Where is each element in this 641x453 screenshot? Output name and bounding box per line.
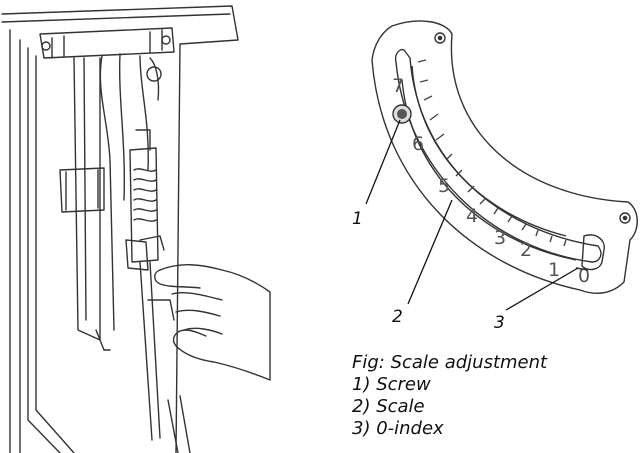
lever-arm [139,261,161,441]
screw [392,104,412,124]
left-rail [73,57,101,341]
leader-line-1 [365,119,401,205]
scale-mark-1: 1 [548,259,560,281]
leader-line-3 [505,267,579,311]
leader-lines [365,119,579,311]
mounting-holes [434,32,631,224]
scale-mark-3: 3 [494,227,506,249]
caption-item-zero-index: 3) 0-index [352,418,444,439]
callout-3: 3 [494,313,505,333]
scale-mark-2: 2 [520,239,532,261]
machine-frame [1,5,239,453]
scale-ticks [417,59,567,247]
caption-item-screw: 1) Screw [352,374,431,395]
scale-mark-5: 5 [438,175,450,197]
spring-mechanism [129,147,159,263]
scale-illustration [371,20,638,294]
scale-mark-6: 6 [412,133,424,155]
scale-plate [371,20,638,294]
caption-title: Fig: Scale adjustment [352,352,548,373]
top-bracket [39,27,175,59]
caption-item-scale: 2) Scale [352,396,425,417]
hand [159,264,271,381]
leader-line-2 [407,199,453,305]
scale-mark-7: 7 [392,75,404,97]
callout-2: 2 [392,307,403,327]
callout-1: 1 [352,209,363,229]
figure-caption: Fig: Scale adjustment 1) Screw 2) Scale … [352,352,632,440]
scale-mark-4: 4 [466,205,478,227]
machine-illustration [1,5,271,453]
